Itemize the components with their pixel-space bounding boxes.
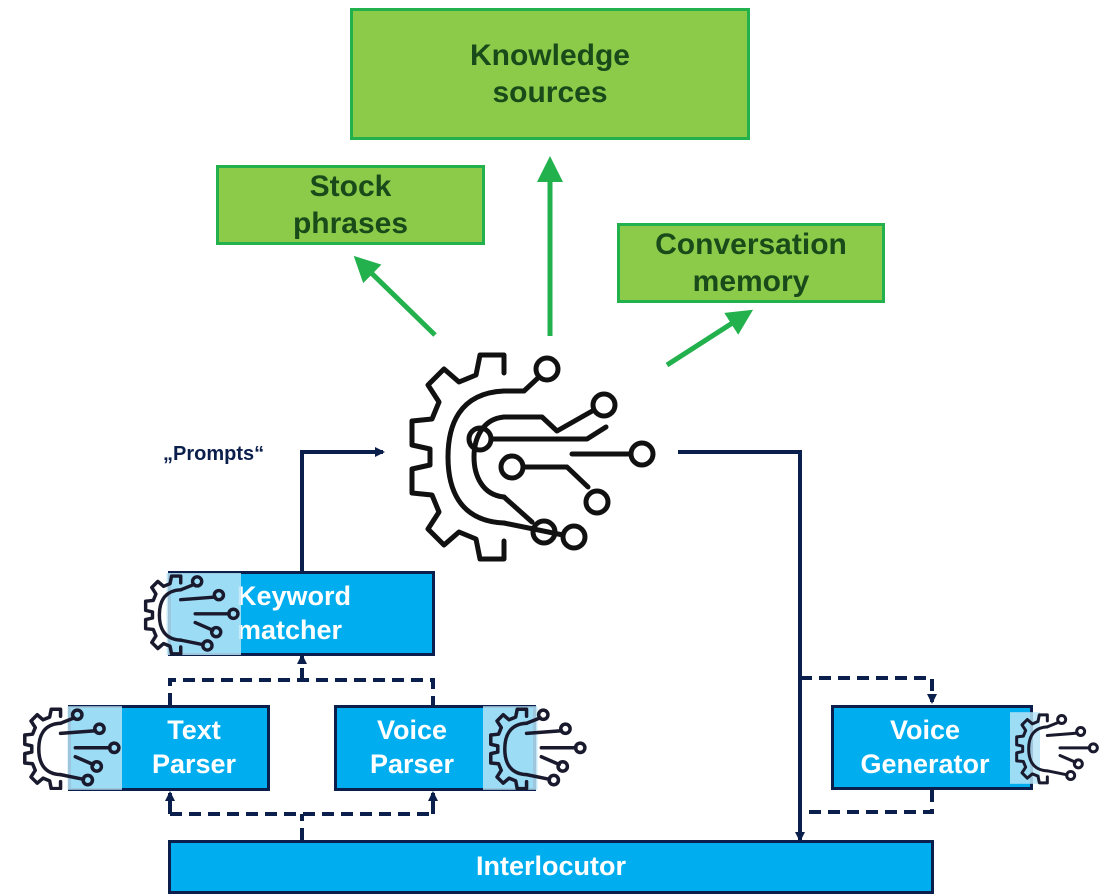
dashed-voice-generator-out — [800, 790, 934, 814]
keyword-matcher-label: Keyword matcher — [237, 580, 352, 645]
voice-parser-label: Voice Parser — [369, 715, 455, 779]
interlocutor-box: Interlocutor — [168, 840, 934, 894]
ai-gear-circuit-icon — [483, 706, 587, 790]
stock-phrases-box: Stock phrases — [216, 165, 485, 245]
knowledge-sources-label: Knowledge sources — [469, 38, 630, 110]
ai-gear-circuit-icon — [1010, 712, 1099, 785]
dashed-text-parser-up — [168, 678, 435, 705]
text-parser-label: Text Parser — [151, 715, 237, 779]
prompts-label: „Prompts“ — [163, 443, 265, 465]
arrow-prompts — [300, 447, 385, 572]
ai-gear-circuit-icon — [409, 352, 656, 562]
arrow-to-stock-phrases — [353, 255, 437, 337]
ai-gear-circuit-icon — [143, 573, 241, 655]
voice-generator-box: Voice Generator — [831, 705, 1033, 790]
knowledge-sources-box: Knowledge sources — [350, 8, 750, 140]
arrow-output-to-interlocutor — [678, 450, 805, 842]
conversation-memory-label: Conversation memory — [655, 227, 847, 299]
interlocutor-label: Interlocutor — [475, 851, 626, 882]
stock-phrases-label: Stock phrases — [292, 169, 409, 241]
arrow-to-conversation-memory — [665, 309, 754, 368]
conversation-memory-box: Conversation memory — [617, 223, 885, 303]
ai-gear-circuit-icon — [23, 706, 122, 790]
dashed-to-voice-generator — [800, 676, 937, 704]
voice-generator-label: Voice Generator — [860, 714, 990, 779]
